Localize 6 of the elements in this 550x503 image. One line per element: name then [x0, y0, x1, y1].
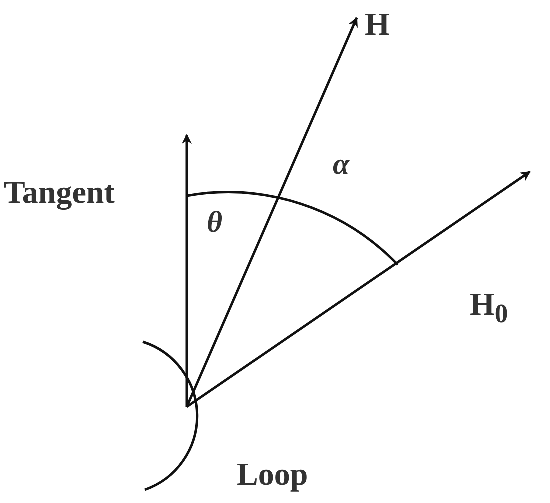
vector-label: α [333, 150, 350, 180]
vector-label: Loop [237, 458, 308, 490]
vector-label: Tangent [4, 176, 115, 208]
vector-label: H [365, 8, 390, 40]
vector-label: θ [207, 208, 223, 238]
vector-label: H$_{0}$ [470, 288, 508, 328]
